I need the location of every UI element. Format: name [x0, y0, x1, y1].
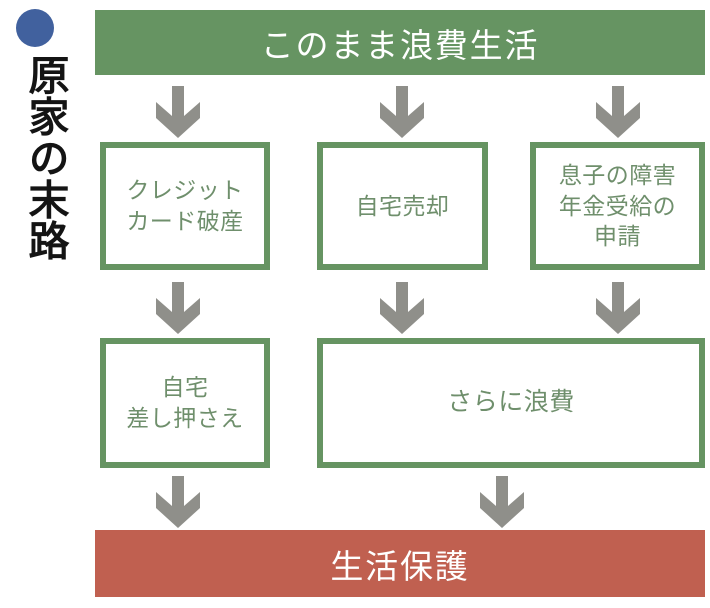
down-arrow-icon [150, 280, 206, 336]
process-box-home-sale: 自宅売却 [317, 142, 488, 270]
process-box-credit-bankruptcy: クレジット カード破産 [100, 142, 270, 270]
process-box-disability-pension-application: 息子の障害 年金受給の 申請 [530, 142, 705, 270]
process-box-label: さらに浪費 [447, 388, 575, 417]
page-title: 原家の末路 [22, 54, 68, 262]
down-arrow-icon [590, 84, 646, 140]
process-box-home-foreclosure: 自宅 差し押さえ [100, 338, 270, 468]
down-arrow-icon [150, 474, 206, 530]
filled-circle-bullet-icon [16, 9, 54, 47]
down-arrow-icon [590, 280, 646, 336]
down-arrow-icon [474, 474, 530, 530]
process-box-label: 息子の障害 年金受給の 申請 [558, 162, 677, 250]
process-box-further-spending: さらに浪費 [317, 338, 705, 468]
down-arrow-icon [374, 280, 430, 336]
end-banner: 生活保護 [95, 530, 705, 597]
side-title-group: 原家の末路 [0, 0, 90, 608]
process-box-label: 自宅 差し押さえ [126, 374, 244, 431]
start-banner-label: このまま浪費生活 [260, 26, 540, 64]
process-box-label: 自宅売却 [355, 192, 450, 219]
start-banner: このまま浪費生活 [95, 10, 705, 75]
process-box-label: クレジット カード破産 [126, 177, 244, 234]
end-banner-label: 生活保護 [330, 547, 470, 585]
down-arrow-icon [150, 84, 206, 140]
down-arrow-icon [374, 84, 430, 140]
